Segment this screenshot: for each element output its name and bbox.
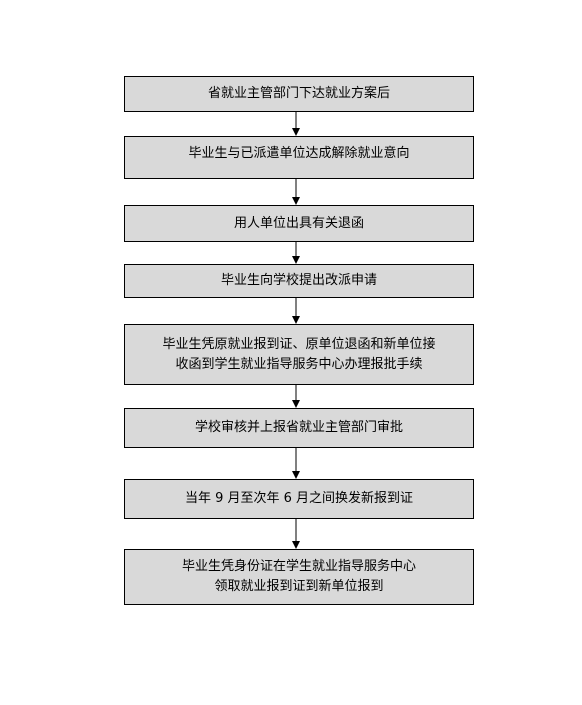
step-7-box: 当年 9 月至次年 6 月之间换发新报到证: [124, 479, 474, 519]
step-4-text: 毕业生向学校提出改派申请: [220, 273, 377, 288]
step-1-text: 省就业主管部门下达就业方案后: [207, 86, 390, 101]
step-2-text: 毕业生与已派遣单位达成解除就业意向: [188, 146, 410, 161]
step-8-text-line-2: 领取就业报到证到新单位报到: [214, 579, 384, 594]
step-8-box: 毕业生凭身份证在学生就业指导服务中心 领取就业报到证到新单位报到: [124, 549, 474, 605]
step-1-box: 省就业主管部门下达就业方案后: [124, 76, 474, 112]
step-5-text-line-1: 毕业生凭原就业报到证、原单位退函和新单位接: [162, 336, 436, 352]
step-5-box: 毕业生凭原就业报到证、原单位退函和新单位接 收函到学生就业指导服务中心办理报批手…: [124, 324, 474, 385]
step-4-box: 毕业生向学校提出改派申请: [124, 264, 474, 298]
step-5-text-line-2: 收函到学生就业指导服务中心办理报批手续: [175, 356, 423, 372]
step-8-text-line-1: 毕业生凭身份证在学生就业指导服务中心: [181, 559, 416, 574]
step-3-text: 用人单位出具有关退函: [233, 215, 364, 231]
arrow-2-to-3: [292, 179, 300, 205]
step-6-text: 学校审核并上报省就业主管部门审批: [194, 420, 403, 435]
arrow-3-to-4: [292, 242, 300, 264]
arrow-4-to-5: [292, 298, 300, 324]
arrow-5-to-6: [292, 385, 300, 408]
step-6-box: 学校审核并上报省就业主管部门审批: [124, 408, 474, 448]
arrow-7-to-8: [292, 519, 300, 549]
step-7-text: 当年 9 月至次年 6 月之间换发新报到证: [184, 491, 414, 506]
arrow-6-to-7: [292, 448, 300, 479]
step-2-box: 毕业生与已派遣单位达成解除就业意向: [124, 136, 474, 179]
arrow-1-to-2: [292, 112, 300, 136]
step-3-box: 用人单位出具有关退函: [124, 205, 474, 242]
